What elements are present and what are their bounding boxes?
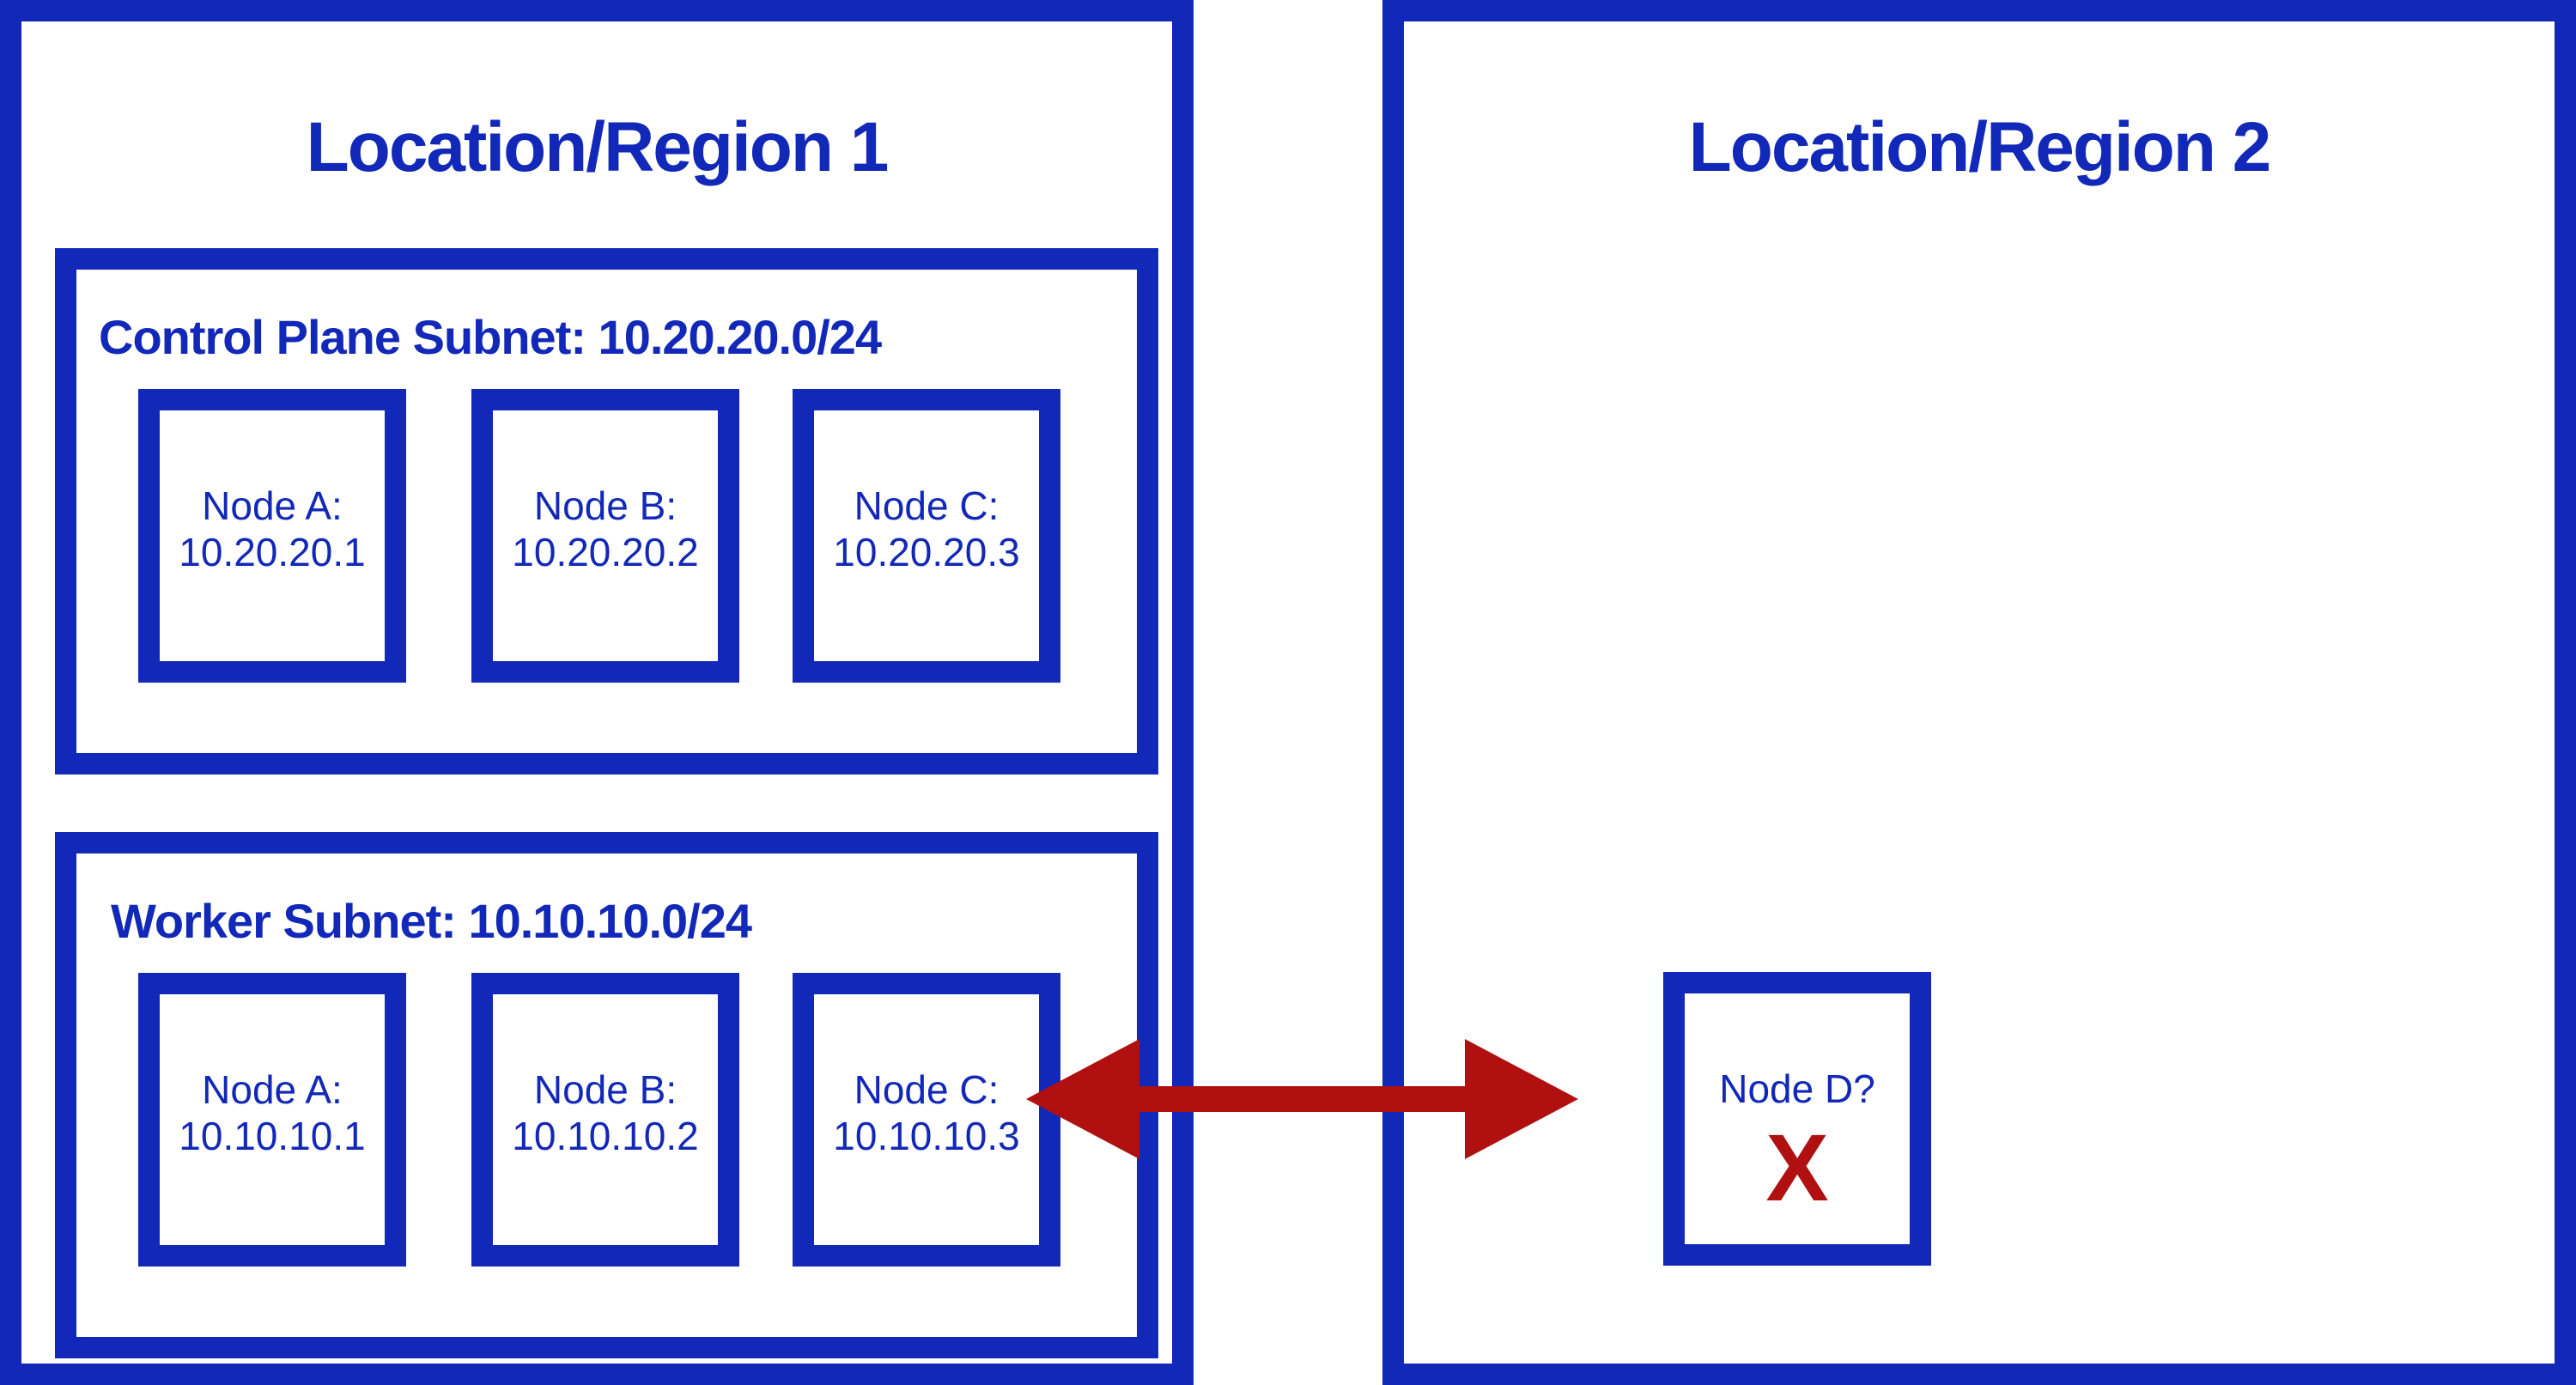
- worker-node-a-label: Node A: 10.10.10.1: [160, 1066, 385, 1159]
- control-node-c-name: Node C:: [854, 483, 999, 528]
- worker-node-b-name: Node B:: [533, 1067, 677, 1112]
- control-node-c-label: Node C: 10.20.20.3: [814, 483, 1039, 575]
- control-node-a-label: Node A: 10.20.20.1: [160, 483, 385, 575]
- control-node-a-name: Node A:: [202, 483, 343, 528]
- worker-node-b: Node B: 10.10.10.2: [471, 973, 739, 1267]
- region-2: Location/Region 2 Node D? X: [1382, 0, 2576, 1385]
- region-2-title: Location/Region 2: [1688, 108, 2272, 186]
- worker-node-a-name: Node A:: [202, 1067, 343, 1112]
- worker-node-b-label: Node B: 10.10.10.2: [493, 1066, 718, 1159]
- region-1: Location/Region 1 Control Plane Subnet: …: [0, 0, 1194, 1385]
- control-node-b-ip: 10.20.20.2: [512, 530, 699, 574]
- control-node-b-name: Node B:: [533, 483, 677, 528]
- node-d-label: Node D?: [1719, 1066, 1875, 1111]
- worker-node-c: Node C: 10.10.10.3: [793, 973, 1060, 1267]
- worker-node-a: Node A: 10.10.10.1: [138, 973, 406, 1267]
- worker-node-c-ip: 10.10.10.3: [833, 1114, 1020, 1158]
- worker-node-c-name: Node C:: [854, 1067, 999, 1112]
- control-node-b: Node B: 10.20.20.2: [471, 389, 739, 683]
- worker-subnet-title: Worker Subnet: 10.10.10.0/24: [111, 894, 752, 948]
- control-node-a: Node A: 10.20.20.1: [138, 389, 406, 683]
- control-plane-subnet: Control Plane Subnet: 10.20.20.0/24 Node…: [55, 248, 1158, 775]
- worker-node-b-ip: 10.10.10.2: [512, 1114, 699, 1158]
- worker-subnet: Worker Subnet: 10.10.10.0/24 Node A: 10.…: [55, 832, 1158, 1358]
- worker-node-a-ip: 10.10.10.1: [179, 1114, 366, 1158]
- control-node-c: Node C: 10.20.20.3: [793, 389, 1060, 683]
- control-node-b-label: Node B: 10.20.20.2: [493, 483, 718, 575]
- unreachable-x-icon: X: [1765, 1115, 1829, 1221]
- control-node-a-ip: 10.20.20.1: [179, 530, 366, 574]
- node-d: Node D? X: [1663, 972, 1931, 1266]
- control-plane-subnet-title: Control Plane Subnet: 10.20.20.0/24: [99, 310, 882, 364]
- control-node-c-ip: 10.20.20.3: [833, 530, 1020, 574]
- region-1-title: Location/Region 1: [306, 108, 890, 186]
- worker-node-c-label: Node C: 10.10.10.3: [814, 1066, 1039, 1159]
